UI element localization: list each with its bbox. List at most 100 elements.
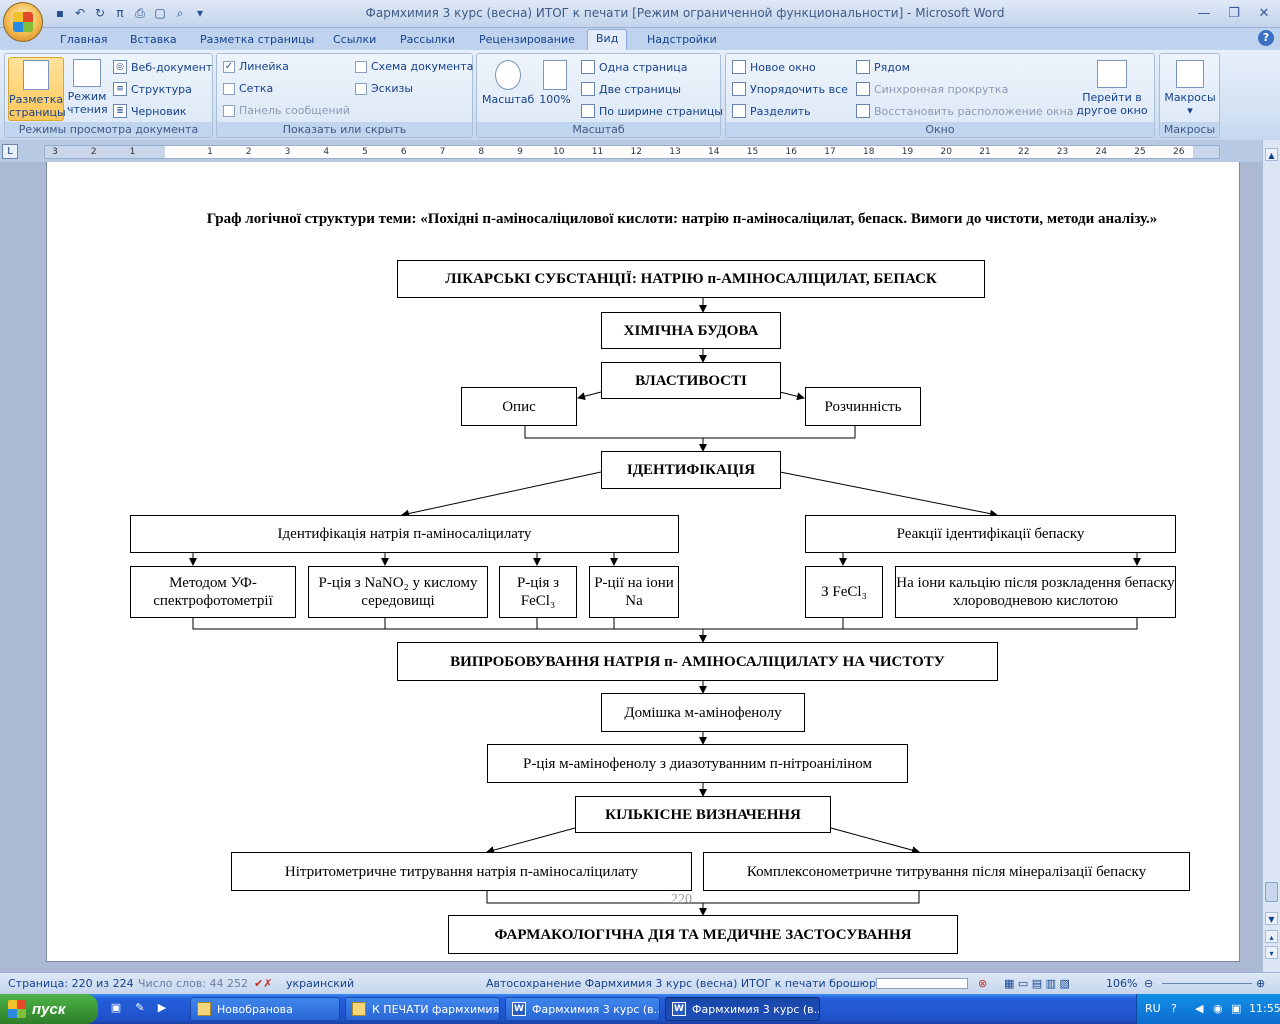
group-document-views: Разметка страницы Режим чтения ◎Веб-доку…: [4, 53, 213, 138]
macros-button[interactable]: Макросы ▾: [1163, 60, 1217, 117]
ruler-number: 19: [901, 147, 914, 157]
help-tray-icon[interactable]: ?: [1171, 1002, 1177, 1015]
side-by-side-icon: [856, 60, 870, 74]
window-controls: — ❐ ✕: [1194, 4, 1274, 22]
ruler-number: 20: [940, 147, 952, 157]
ruler-number: 13: [669, 147, 681, 157]
volume-icon[interactable]: ◉: [1213, 1002, 1223, 1015]
close-icon[interactable]: ✕: [1258, 5, 1270, 21]
ruler-left-margin: [45, 146, 165, 158]
quicklaunch-icon[interactable]: ✎: [135, 1001, 145, 1014]
status-page[interactable]: Страница: 220 из 224: [8, 977, 134, 990]
show-desktop-icon[interactable]: ▣: [110, 1001, 122, 1014]
node-pharm: ФАРМАКОЛОГІЧНА ДІЯ ТА МЕДИЧНЕ ЗАСТОСУВАН…: [448, 915, 958, 954]
checkbox-box: [355, 60, 367, 73]
previous-page-icon[interactable]: ▴: [1265, 930, 1278, 943]
cancel-autosave-icon[interactable]: ⊗: [978, 977, 988, 990]
title-bar: ▪ ↶ ↻ π ⎙ ▢ ⌕ ▾ Фармхимия 3 курс (весна)…: [0, 0, 1280, 28]
tab-mailings[interactable]: Рассылки: [400, 33, 455, 46]
node-ident-sodium: Ідентифікація натрія п-аміносаліцилату: [130, 515, 679, 553]
document-map-checkbox[interactable]: Схема документа: [355, 60, 473, 73]
switch-windows-button[interactable]: Перейти в другое окно: [1072, 60, 1152, 117]
customize-qat-icon[interactable]: ▾: [196, 6, 204, 20]
ribbon-tabs: Главная Вставка Разметка страницы Ссылки…: [0, 28, 1280, 50]
new-window-button[interactable]: Новое окно: [732, 60, 816, 74]
zoom-100-button[interactable]: 100%: [537, 60, 573, 106]
language-indicator[interactable]: RU: [1145, 1002, 1161, 1015]
status-language[interactable]: украинский: [286, 977, 355, 990]
thumbnails-checkbox[interactable]: Эскизы: [355, 82, 413, 95]
tab-selector[interactable]: L: [2, 144, 18, 159]
arrange-all-label: Упорядочить все: [750, 82, 848, 96]
ruler-number: 4: [323, 147, 330, 157]
page-width-button[interactable]: По ширине страницы: [581, 104, 723, 118]
gridlines-checkbox[interactable]: Сетка: [223, 82, 273, 95]
taskbar: пуск ▣ ✎ ▶ Новобранова К ПЕЧАТИ фармхими…: [0, 994, 1280, 1024]
tab-insert[interactable]: Вставка: [130, 33, 177, 46]
status-zoom[interactable]: 106%: [1106, 977, 1138, 990]
ruler-number: 1: [129, 147, 136, 157]
split-button[interactable]: Разделить: [732, 104, 811, 118]
arrange-all-button[interactable]: Упорядочить все: [732, 82, 848, 96]
tab-home[interactable]: Главная: [60, 33, 108, 46]
network-icon[interactable]: ▣: [1231, 1002, 1242, 1015]
start-button[interactable]: пуск: [0, 994, 98, 1024]
vertical-scrollbar[interactable]: ▲ ▼ ▴ ▾: [1262, 140, 1280, 972]
view-buttons[interactable]: ▦ ▭ ▤ ▥ ▧: [1004, 977, 1070, 990]
tab-view[interactable]: Вид: [587, 29, 628, 50]
undo-icon[interactable]: ↶: [74, 6, 86, 20]
zoom-slider[interactable]: [1162, 983, 1252, 984]
new-icon[interactable]: ▢: [154, 6, 166, 20]
redo-icon[interactable]: ↻: [94, 6, 106, 20]
minimize-icon[interactable]: —: [1197, 5, 1211, 21]
node-calcium: На іони кальцію після розкладення бепаск…: [895, 566, 1176, 618]
print-layout-button[interactable]: Разметка страницы: [8, 57, 66, 121]
tab-page-layout[interactable]: Разметка страницы: [200, 33, 315, 46]
side-by-side-button[interactable]: Рядом: [856, 60, 910, 74]
scroll-up-icon[interactable]: ▲: [1265, 148, 1278, 161]
save-icon[interactable]: ▪: [55, 6, 65, 20]
outline-button[interactable]: ≡Структура: [113, 82, 192, 96]
office-button[interactable]: [3, 2, 43, 42]
node-ident-bepask: Реакції ідентифікації бепаску: [805, 515, 1176, 553]
scroll-thumb[interactable]: [1265, 882, 1278, 902]
draft-button[interactable]: ≣Черновик: [113, 104, 187, 118]
spellcheck-icon[interactable]: ✔✗: [254, 977, 273, 990]
page-icon: [23, 60, 49, 90]
print-icon[interactable]: ⎙: [135, 5, 145, 20]
zoom-button[interactable]: Масштаб: [482, 60, 534, 106]
scroll-down-icon[interactable]: ▼: [1265, 912, 1278, 925]
group-zoom: Масштаб 100% Одна страница Две страницы …: [476, 53, 723, 138]
tab-references[interactable]: Ссылки: [333, 33, 377, 46]
zoom-in-icon[interactable]: ⊕: [1256, 977, 1266, 990]
restore-icon[interactable]: ❐: [1228, 5, 1240, 21]
windows-logo-icon: [8, 1000, 26, 1018]
diagram-connectors: [189, 298, 1141, 916]
preview-icon[interactable]: ⌕: [176, 5, 184, 20]
next-page-icon[interactable]: ▾: [1265, 946, 1278, 959]
ruler-number: 17: [824, 147, 836, 157]
one-page-button[interactable]: Одна страница: [581, 60, 687, 74]
ruler-number: 25: [1134, 147, 1146, 157]
ruler-checkbox[interactable]: ✓Линейка: [223, 60, 289, 73]
zoom-out-icon[interactable]: ⊖: [1144, 977, 1154, 990]
ruler-number: 8: [478, 147, 485, 157]
tab-addins[interactable]: Надстройки: [647, 33, 717, 46]
web-layout-button[interactable]: ◎Веб-документ: [113, 60, 212, 74]
task-novobranova[interactable]: Новобранова: [190, 997, 340, 1021]
group-label-show: Показать или скрыть: [217, 122, 472, 137]
task-k-pechati[interactable]: К ПЕЧАТИ фармхимия: [345, 997, 500, 1021]
tab-review[interactable]: Рецензирование: [479, 33, 575, 46]
media-player-icon[interactable]: ▶: [157, 1001, 167, 1014]
back-tray-icon[interactable]: ◀: [1195, 1002, 1204, 1015]
pi-icon[interactable]: π: [116, 6, 124, 20]
document-page[interactable]: Граф логічної структури теми: «Похідні п…: [46, 162, 1240, 962]
help-icon[interactable]: ?: [1258, 30, 1274, 46]
two-pages-button[interactable]: Две страницы: [581, 82, 681, 96]
ribbon: Разметка страницы Режим чтения ◎Веб-доку…: [0, 50, 1280, 140]
status-words[interactable]: Число слов: 44 252: [138, 977, 248, 990]
full-screen-reading-button[interactable]: Режим чтения: [67, 59, 108, 116]
